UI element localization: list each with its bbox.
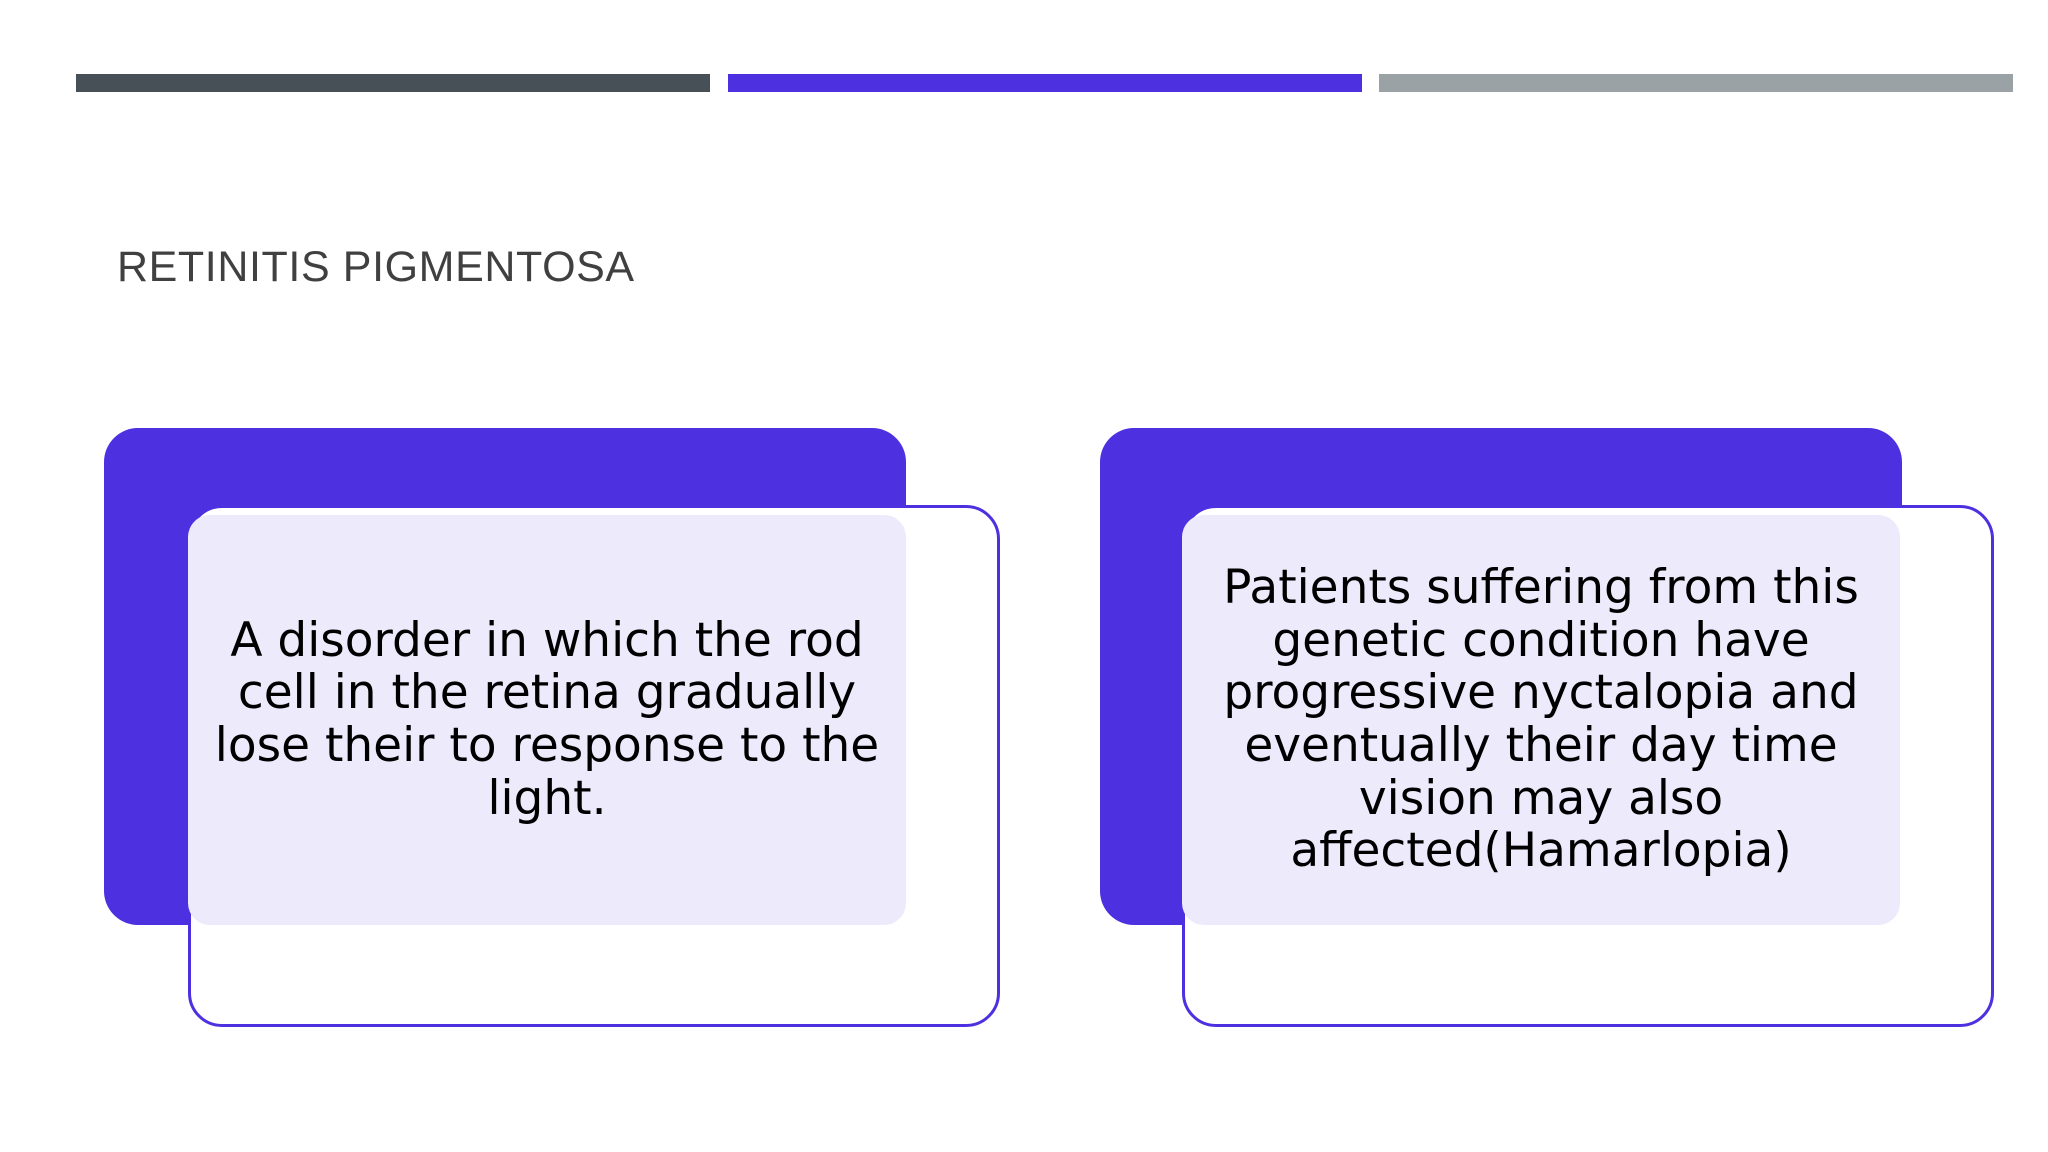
card-text-plate-right: Patients suffering from this genetic con… (1182, 515, 1900, 925)
card-group-left: A disorder in which the rod cell in the … (104, 428, 1000, 1027)
decor-bar-accent (728, 74, 1362, 92)
card-body-text-left: A disorder in which the rod cell in the … (214, 612, 880, 826)
card-group-right: Patients suffering from this genetic con… (1024, 0, 2048, 1152)
decor-bar-gray (1379, 74, 2013, 92)
decor-bar-dark (76, 74, 710, 92)
card-text-plate-left: A disorder in which the rod cell in the … (188, 515, 906, 925)
page-title: RETINITIS PIGMENTOSA (117, 243, 635, 291)
card-body-text-right: Patients suffering from this genetic con… (1223, 560, 1859, 879)
